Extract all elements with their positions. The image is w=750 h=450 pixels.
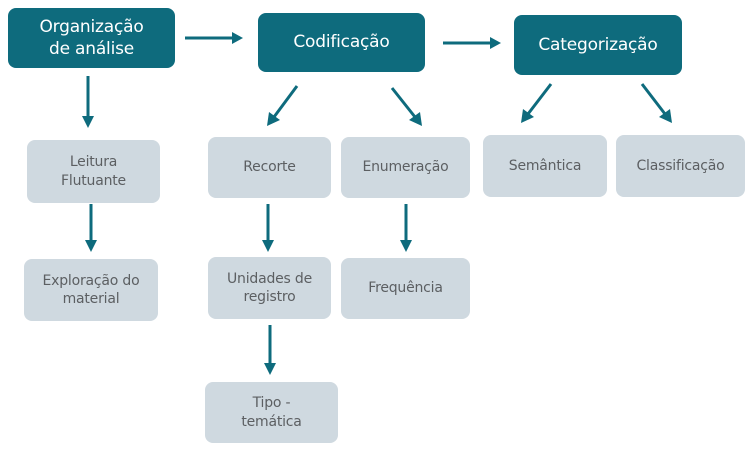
stage-categorizacao: Categorização	[514, 15, 682, 75]
stage-label: Categorização	[538, 34, 658, 55]
stage-label: Codificação	[293, 32, 390, 53]
step-tipo-tematica: Tipo - temática	[205, 382, 338, 443]
arrow-codificacao-to-categorizacao	[443, 37, 501, 49]
stage-label: Organização de análise	[39, 16, 144, 59]
arrow-leitura-to-exploracao	[85, 204, 97, 252]
step-label: Classificação	[636, 157, 725, 174]
step-label: Tipo - temática	[241, 395, 302, 430]
step-classificacao: Classificação	[616, 135, 745, 197]
step-recorte: Recorte	[208, 137, 331, 198]
stage-organizacao-de-analise: Organização de análise	[8, 8, 175, 68]
step-label: Leitura Flutuante	[61, 154, 126, 189]
arrow-codificacao-to-enumeracao	[390, 87, 422, 126]
arrow-enumeracao-to-frequencia	[400, 204, 412, 252]
step-label: Enumeração	[362, 159, 449, 176]
arrow-categorizacao-to-semantica	[521, 83, 553, 123]
step-label: Semântica	[508, 157, 582, 174]
step-label: Unidades de registro	[226, 270, 313, 305]
arrow-organizacao-to-leitura	[82, 76, 94, 128]
step-label: Frequência	[368, 280, 443, 297]
step-exploracao-do-material: Exploração do material	[24, 259, 158, 321]
stage-codificacao: Codificação	[258, 13, 425, 72]
arrow-categorizacao-to-classificacao	[640, 83, 672, 123]
step-unidades-de-registro: Unidades de registro	[208, 257, 331, 319]
step-enumeracao: Enumeração	[341, 137, 470, 198]
step-frequencia: Frequência	[341, 258, 470, 319]
step-semantica: Semântica	[483, 135, 607, 197]
arrow-codificacao-to-recorte	[267, 85, 299, 126]
step-leitura-flutuante: Leitura Flutuante	[27, 140, 160, 203]
arrow-recorte-to-unidades	[262, 204, 274, 252]
step-label: Exploração do material	[42, 272, 140, 307]
step-label: Recorte	[243, 159, 296, 176]
arrow-organizacao-to-codificacao	[185, 32, 243, 44]
arrow-unidades-to-tipo	[264, 325, 276, 375]
